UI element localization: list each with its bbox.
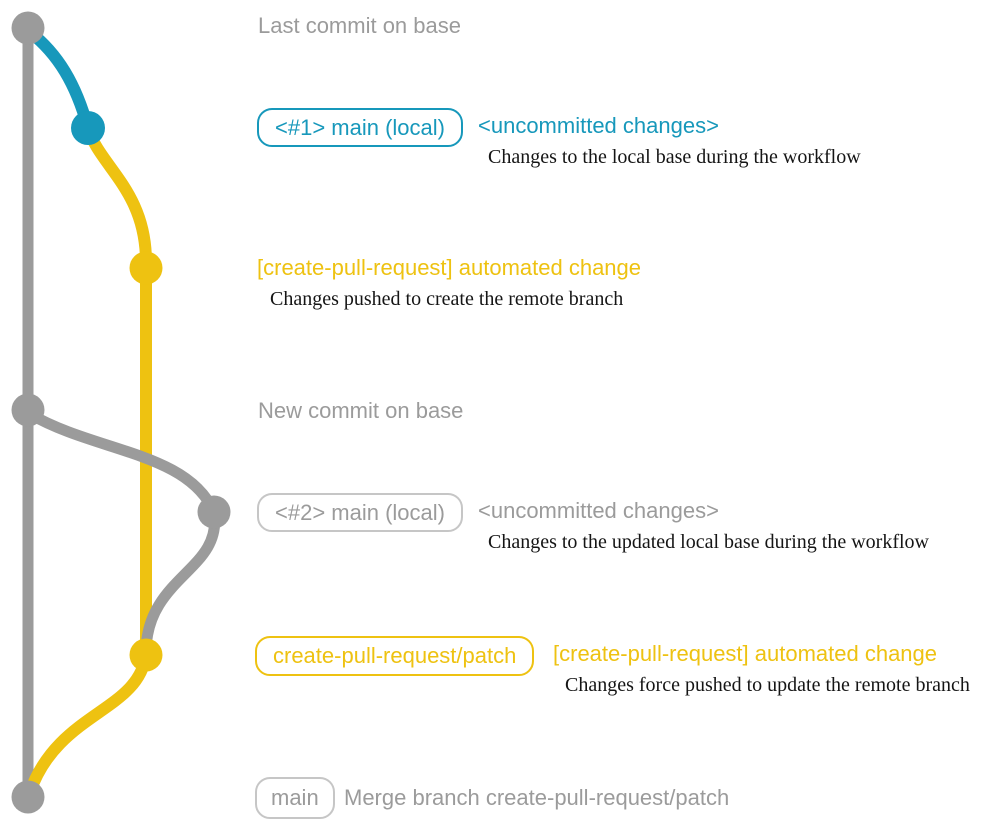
- commit-dot-merge: [11, 780, 45, 814]
- automated-change-note-1: [create-pull-request] automated change: [257, 255, 642, 280]
- branch-badge-main: main: [255, 777, 335, 819]
- commit-dot-new-base: [11, 393, 45, 427]
- automated-change-note-2: [create-pull-request] automated change: [553, 641, 938, 666]
- local-changes-detail-1: Changes to the local base during the wor…: [488, 146, 861, 168]
- new-commit-label: New commit on base: [258, 398, 464, 423]
- commit-dot-local-1: [71, 111, 105, 145]
- merge-commit-label: Merge branch create-pull-request/patch: [344, 785, 730, 810]
- branch-badge-main-local-1: <#1> main (local): [257, 108, 463, 147]
- branch-badge-patch: create-pull-request/patch: [255, 636, 535, 676]
- local-branch-segment-2: [24, 408, 220, 518]
- commit-dot-last-base: [11, 11, 45, 45]
- local-changes-detail-2: Changes to the updated local base during…: [488, 531, 929, 553]
- uncommitted-changes-note-1: <uncommitted changes>: [478, 113, 719, 138]
- push-detail-2: Changes force pushed to update the remot…: [565, 674, 970, 696]
- local-rebase-curve: [140, 506, 221, 656]
- commit-dot-local-2: [197, 495, 231, 529]
- push-detail-1: Changes pushed to create the remote bran…: [270, 288, 624, 310]
- commit-dot-patch-1: [129, 251, 163, 285]
- uncommitted-changes-note-2: <uncommitted changes>: [478, 498, 719, 523]
- branch-badge-main-local-2: <#2> main (local): [257, 493, 463, 532]
- commit-dot-patch-2: [129, 638, 163, 672]
- last-commit-label: Last commit on base: [258, 13, 461, 38]
- patch-branch-line: [82, 122, 152, 661]
- patch-merge-curve: [24, 649, 152, 798]
